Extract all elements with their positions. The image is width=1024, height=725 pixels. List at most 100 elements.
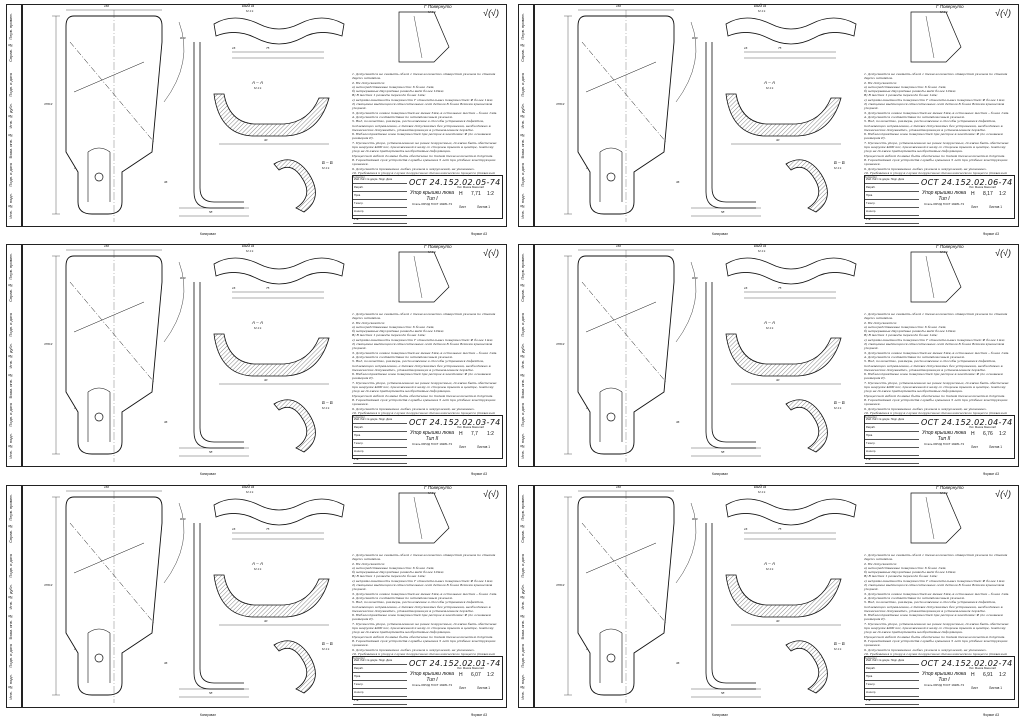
section-aa-scale: М 1:1 <box>254 326 262 330</box>
requirement-line: 7. Прочность упора, установленного не ра… <box>864 140 1009 154</box>
diagonal-rib <box>69 281 155 383</box>
requirement-line: В) В местах 1 разводы перехода более 1мм… <box>352 574 426 579</box>
requirement-line: 5. Вид, количество, размеры, расположени… <box>864 600 1003 613</box>
dimension-label: 75 <box>266 527 270 531</box>
requirement-line: 3. Допускается осевое поверхностей не ме… <box>864 591 1010 596</box>
sheets-count: Листов 1 <box>477 445 491 449</box>
part-outline <box>577 255 675 455</box>
part-slot <box>599 387 623 442</box>
material: Сталь 09Г2Д ГОСТ 19281-73 <box>923 442 965 446</box>
part-slot <box>599 628 623 683</box>
requirement-line: 4. Допускается соответствие по штамповоч… <box>864 114 965 119</box>
requirement-line: д) смещение выдающихся относительных осе… <box>352 583 493 592</box>
view-b-profile <box>725 498 857 526</box>
requirement-line: 1. Допускается не снимать облой с технол… <box>352 312 496 321</box>
requirement-line: Процессной гибкой должна быть обеспечена… <box>352 634 494 639</box>
view-b-label: Вид В <box>242 484 255 489</box>
requirement-line: 5. Вид, количество, размеры, расположени… <box>864 119 1003 132</box>
dimension-label: A <box>74 166 77 170</box>
section-aa-label: А – А <box>764 80 776 85</box>
document-code: ОСТ 24.152.02.02-74 <box>921 659 1013 668</box>
part-name-text: Упор крышки люка <box>921 190 967 196</box>
signature-row: Н.контр. <box>865 448 919 456</box>
technical-requirements: 1. Допускается не снимать облой с технол… <box>352 553 502 660</box>
signature-row: Изм. Лист № докум. Подп. Дата <box>865 176 919 184</box>
side-view-dims <box>691 447 761 457</box>
sheets-count: Листов 1 <box>989 686 1003 690</box>
title-block-header: Лит. Масса Масштаб <box>969 185 996 189</box>
arc-radius <box>675 21 697 103</box>
view-g-profile <box>910 251 962 303</box>
section-aa-profile <box>725 93 842 137</box>
view-g-scale: М 1:4 <box>428 491 436 495</box>
dimension-label: 30 <box>264 138 268 142</box>
requirement-line: б) непрерывные двухрядные разводы вида б… <box>352 570 444 575</box>
mass-value: 7,71 <box>471 191 481 197</box>
requirement-line: 10. Требования к упору в случае погрузоч… <box>864 410 1007 420</box>
requirement-line: 8. Гарантийный срок устройств службы хра… <box>864 157 1008 167</box>
mounting-hole <box>606 172 616 182</box>
signature-row: Утв. <box>865 216 919 224</box>
dimension-label: R40 <box>692 517 698 521</box>
dimension-label: 30 <box>776 378 780 382</box>
copied-label: Копировал <box>200 713 216 717</box>
dimension-label: 75 <box>266 46 270 50</box>
requirement-line: а) непосредственные поверхности: 6 более… <box>864 324 947 329</box>
requirement-line: В) В местах 1 разводы перехода более 1мм… <box>864 93 938 98</box>
document-code: ОСТ 24.152.02.05-74 <box>409 178 501 187</box>
dimension-label: 58 <box>721 450 725 454</box>
sheet-frame <box>22 244 507 467</box>
section-line <box>73 542 145 574</box>
arc-radius <box>163 261 185 343</box>
section-aa-scale: М 1:1 <box>254 567 262 571</box>
dimension-label: 36 <box>676 661 680 665</box>
dimension-label: A <box>586 166 589 170</box>
technical-drawing <box>564 9 962 222</box>
part-outline <box>65 496 163 696</box>
letter-code: Н <box>459 191 463 197</box>
dimension-label: 75 <box>266 286 270 290</box>
view-g-line <box>925 15 935 59</box>
sheet-label: Лист <box>971 205 978 209</box>
technical-requirements: 1. Допускается не снимать облой с технол… <box>864 553 1014 660</box>
side-view-dims <box>179 688 249 698</box>
sheet-label: Лист <box>459 205 466 209</box>
dimension-label: 370±3 <box>556 102 565 106</box>
diagonal-rib <box>581 281 667 383</box>
section-bb-profile <box>273 399 316 453</box>
requirement-line: г) непрямолинейность поверхности Т относ… <box>864 97 1005 102</box>
section-bb-label: Б – Б <box>834 160 845 165</box>
part-name-text: Упор крышки люка <box>409 190 455 196</box>
part-slot <box>87 387 111 442</box>
requirement-line: 6. Неблагоприятные зоны поверхностей при… <box>352 372 491 381</box>
sheet-label: Лист <box>459 445 466 449</box>
part-type: Тип I <box>426 196 438 202</box>
section-bb-scale: М 1:1 <box>322 406 330 410</box>
requirement-line: 4. Допускается соответствие по штамповоч… <box>352 354 453 359</box>
format-label: Формат А3 <box>982 713 999 717</box>
requirement-line: 7. Прочность упора, установленного не ра… <box>352 140 497 154</box>
signature-row: Пров. <box>353 432 407 440</box>
requirement-line: а) непосредственные поверхности: 6 более… <box>352 324 435 329</box>
title-block-header: Лит. Масса Масштаб <box>969 666 996 670</box>
sheets-count: Листов 1 <box>989 445 1003 449</box>
requirement-line: г) непрямолинейность поверхности Т относ… <box>864 337 1005 342</box>
roughness-symbol: √(√) <box>995 8 1011 18</box>
part-slot <box>87 147 111 202</box>
sheet-label: Лист <box>459 686 466 690</box>
section-aa-label: А – А <box>252 320 264 325</box>
letter-code: Н <box>971 431 975 437</box>
requirement-line: 1. Допускается не снимать облой с технол… <box>864 72 1008 81</box>
signature-row: Н.контр. <box>865 689 919 697</box>
requirement-line: 9. Допускается применение любых уклонов … <box>864 647 987 652</box>
material: Сталь 09Г2Д ГОСТ 19281-73 <box>411 442 453 446</box>
dimension-label: 36 <box>164 661 168 665</box>
